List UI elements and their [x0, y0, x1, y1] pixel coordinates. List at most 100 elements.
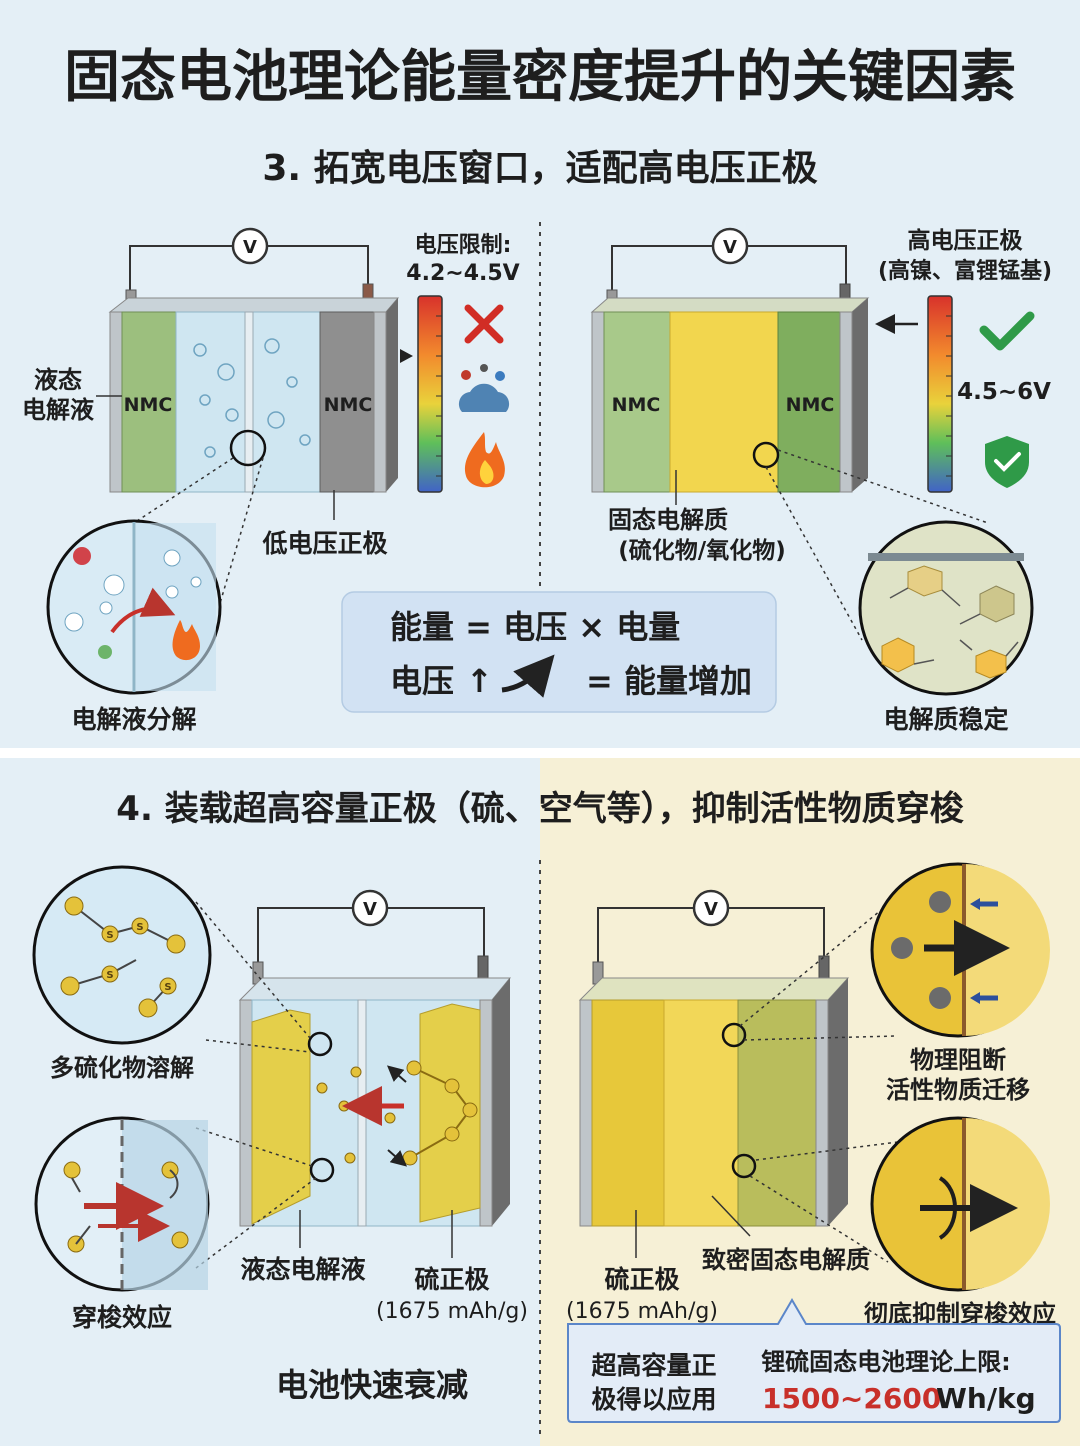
cell-top-face: [590, 297, 870, 313]
electrolyte-decomposition-zoom: [46, 519, 222, 695]
solid-lis-cell-diagram: V: [578, 889, 850, 1227]
callout-left-line-2: 极得以应用: [591, 1385, 716, 1414]
cell-side-face: [828, 978, 848, 1226]
fire-icon: [464, 432, 505, 488]
zoom-connector: [777, 449, 989, 524]
zoom-connector: [765, 466, 863, 641]
voltage-limit-value: 4.2~4.5V: [406, 261, 519, 286]
liquid-electrolyte-label-1: 液态: [34, 366, 82, 394]
sulfur-cathode-label: 硫正极: [604, 1265, 679, 1294]
separator: [244, 311, 254, 493]
dense-solid-electrolyte-layer: [663, 999, 739, 1227]
zoom-marker: [731, 1153, 757, 1179]
nmc-anode-layer: [603, 311, 671, 493]
nmc-label-left: NMC: [612, 394, 661, 416]
dissolved-polysulfides: [316, 1066, 396, 1164]
migration-arrow-icon: [386, 1065, 407, 1083]
polysulfide-dissolution-zoom: S S S S: [32, 865, 212, 1045]
solid-electrolyte-layer: [669, 311, 779, 493]
sulfur-atom-label: S: [106, 930, 113, 941]
formula-box: [341, 591, 777, 713]
sulfur-cathode-capacity: (1675 mAh/g): [376, 1299, 528, 1324]
stable-electrolyte-label: 电解质稳定: [883, 705, 1008, 734]
current-collector-right: [839, 311, 853, 493]
current-collector-left: [239, 999, 253, 1227]
voltmeter-label: V: [243, 237, 257, 258]
zoom-marker: [309, 1157, 335, 1183]
zoom-marker: [721, 1022, 747, 1048]
sulfur-atom-label: S: [164, 982, 171, 993]
cell-top-face: [238, 977, 512, 1001]
zoom-marker: [307, 1031, 333, 1057]
formula-line-1: 能量 = 电压 × 电量: [390, 608, 680, 646]
dense-solid-electrolyte-label: 致密固态电解质: [702, 1246, 870, 1274]
current-collector-right: [479, 999, 493, 1227]
current-collector-right: [815, 999, 829, 1227]
sulfur-cathode-label: 硫正极: [414, 1265, 489, 1294]
current-collector-left: [579, 999, 593, 1227]
sulfur-cathode-layer: [419, 1003, 481, 1223]
lithium-anode-layer: [737, 999, 817, 1227]
energy-density-unit: Wh/kg: [936, 1382, 1036, 1415]
electrolyte-decomposition-label: 电解液分解: [71, 705, 196, 734]
voltage-limit-label: 电压限制:: [415, 233, 512, 258]
physical-block-label-1: 物理阻断: [910, 1046, 1006, 1074]
voltmeter-icon: [711, 227, 749, 265]
voltmeter-icon: [231, 227, 269, 265]
zoom-connector: [755, 1141, 899, 1161]
check-icon: [979, 311, 1035, 351]
voltmeter-label: V: [704, 899, 718, 920]
high-voltage-cathode-label: 高电压正极: [908, 227, 1023, 254]
current-collector-left: [109, 311, 123, 493]
shuttle-effect-label: 穿梭效应: [72, 1303, 172, 1332]
sulfur-cathode-capacity: (1675 mAh/g): [566, 1299, 718, 1324]
page-title: 固态电池理论能量密度提升的关键因素: [64, 45, 1016, 110]
suppress-shuttle-zoom: [870, 1116, 1050, 1292]
voltmeter-label: V: [363, 899, 377, 920]
solid-electrolyte-label: 固态电解质: [608, 506, 728, 534]
formula-line-2-right: = 能量增加: [586, 662, 752, 700]
theoretical-limit-label: 锂硫固态电池理论上限:: [761, 1348, 1011, 1376]
voltmeter-icon: [351, 889, 389, 927]
nmc-label-left: NMC: [124, 394, 173, 416]
section3-heading: 3. 拓宽电压窗口，适配高电压正极: [262, 147, 817, 189]
physical-block-label-2: 活性物质迁移: [886, 1076, 1030, 1104]
gas-cloud-icon: [458, 364, 510, 412]
liquid-cell-diagram: V NMC NMC: [108, 227, 400, 493]
callout-left-line-1: 超高容量正: [591, 1351, 716, 1380]
polysulfide-chain-icon: [402, 1060, 478, 1166]
section4-heading: 4. 装载超高容量正极（硫、空气等），抑制活性物质穿梭: [116, 789, 963, 829]
liquid-electrolyte-label-2: 电解液: [22, 396, 94, 424]
cell-side-face: [386, 298, 398, 492]
anode-layer: [251, 1009, 311, 1225]
polysulfide-dissolution-label: 多硫化物溶解: [50, 1054, 194, 1082]
cell-side-face: [492, 978, 510, 1226]
zoom-connector: [749, 1175, 889, 1263]
nmc-anode-layer: [121, 311, 177, 493]
physical-block-zoom: [870, 862, 1050, 1038]
energy-density-value: 1500~2600: [762, 1382, 941, 1415]
gauge-ticks: [436, 315, 442, 477]
current-collector-left: [591, 311, 605, 493]
separator: [357, 999, 367, 1227]
zoom-connector: [195, 901, 311, 1039]
low-voltage-cathode-label: 低电压正极: [261, 529, 387, 558]
gauge-pointer-icon: [400, 349, 413, 363]
voltmeter-icon: [692, 889, 730, 927]
shield-check-icon: [985, 436, 1029, 488]
conclusion-callout: [567, 1298, 1061, 1423]
voltage-up-arrow: ↑: [466, 662, 493, 700]
cell-top-face: [108, 297, 400, 313]
stable-electrolyte-zoom: [858, 520, 1034, 696]
sulfur-atom-label: S: [106, 970, 113, 981]
solid-cell-diagram: V NMC NMC: [590, 227, 870, 493]
cross-icon: [464, 304, 504, 344]
fire-icon: [172, 620, 200, 661]
rapid-degradation-label: 电池快速衰减: [276, 1366, 468, 1404]
rising-arrow-icon: [501, 654, 555, 698]
liquid-lis-cell-diagram: V: [238, 889, 512, 1227]
section-divider: [0, 748, 1080, 758]
sulfur-atom-label: S: [136, 922, 143, 933]
